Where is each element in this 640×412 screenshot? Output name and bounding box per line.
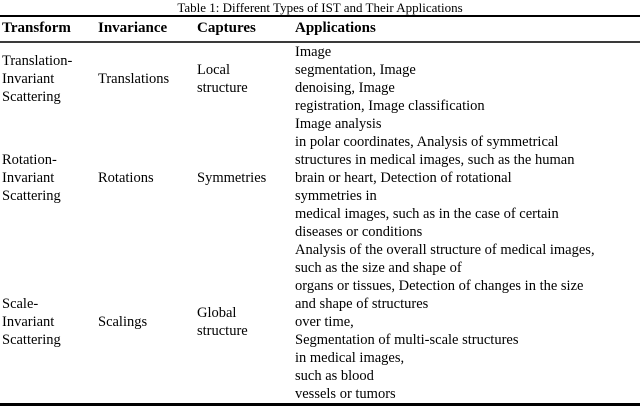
cell-applications: Analysis of the overall structure of med… — [295, 242, 595, 402]
table-header-row: Transform Invariance Captures Applicatio… — [0, 16, 640, 43]
table-row-translation-invariant: Translation- Invariant Scattering Transl… — [0, 42, 640, 115]
cell-captures: Local structure — [197, 62, 248, 96]
cell-transform: Rotation- Invariant Scattering — [2, 152, 61, 204]
cell-invariance: Rotations — [98, 170, 154, 186]
ist-applications-table: Transform Invariance Captures Applicatio… — [0, 15, 640, 406]
cell-captures: Symmetries — [197, 170, 267, 186]
cell-invariance: Scalings — [98, 314, 148, 330]
column-header-applications: Applications — [293, 16, 640, 43]
cell-invariance: Translations — [98, 71, 170, 87]
cell-applications: Image analysis in polar coordinates, Ana… — [295, 116, 575, 240]
table-row-rotation-invariant: Rotation- Invariant Scattering Rotations… — [0, 115, 640, 241]
cell-applications: Image segmentation, Image denoising, Ima… — [295, 44, 485, 114]
table-caption: Table 1: Different Types of IST and Thei… — [177, 0, 463, 15]
cell-captures: Global structure — [197, 305, 248, 339]
column-header-invariance: Invariance — [96, 16, 195, 43]
cell-transform: Scale- Invariant Scattering — [2, 296, 61, 348]
table-row-scale-invariant: Scale- Invariant Scattering Scalings Glo… — [0, 241, 640, 405]
column-header-captures: Captures — [195, 16, 293, 43]
cell-transform: Translation- Invariant Scattering — [2, 53, 73, 105]
column-header-transform: Transform — [0, 16, 96, 43]
